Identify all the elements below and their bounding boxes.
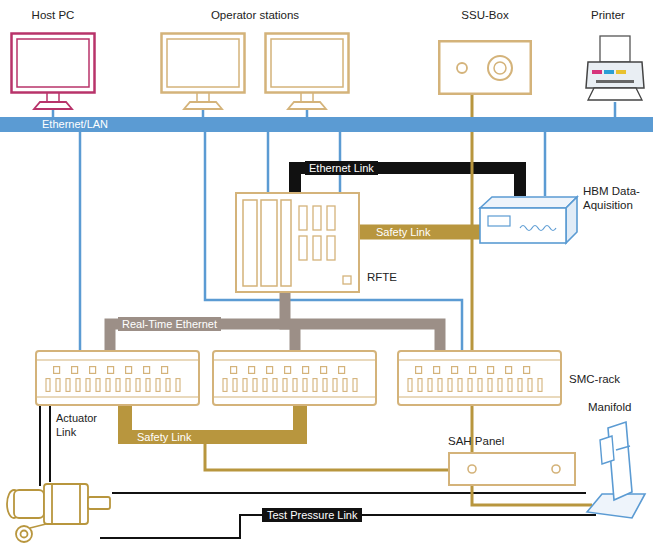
unit-display <box>488 216 510 226</box>
panel-knob <box>552 465 560 473</box>
rfte-cabinet: RFTE <box>235 192 360 293</box>
device-label: RFTE <box>367 270 417 284</box>
smc-rack-symbol <box>398 351 561 405</box>
cabinet-module <box>327 206 335 230</box>
operator-stations: Operator stations <box>160 32 350 110</box>
node-shape <box>438 40 532 95</box>
link-label: Test Pressure Link <box>262 508 362 522</box>
cabinet-led <box>343 276 351 284</box>
link-label: Safety Link <box>132 430 196 444</box>
unit-top <box>480 197 577 208</box>
smc-rack-symbol <box>36 351 199 405</box>
ssu-box: SSU-Box <box>438 40 532 95</box>
node-shape <box>10 32 96 110</box>
panel-outline <box>449 453 575 485</box>
smc-rack: SMC-rack <box>397 350 562 406</box>
printer-icon: Printer <box>584 34 646 102</box>
device-label: Printer <box>566 8 650 22</box>
device-label: Host PC <box>10 8 96 22</box>
printer-slot <box>596 80 634 83</box>
lan-drop <box>339 130 342 192</box>
lan-drop <box>52 110 55 117</box>
cabinet-outline <box>236 193 359 292</box>
link-label: Ethernet Link <box>305 161 378 175</box>
cabinet-panel <box>281 200 291 286</box>
realtime-ethernet-link <box>285 293 440 350</box>
unit-wave <box>520 226 556 231</box>
device-label: Operator stations <box>160 8 350 22</box>
node-shape <box>584 34 646 102</box>
cabinet-panel <box>243 200 257 286</box>
manifold-pipe <box>616 446 630 450</box>
hbm-acquisition-unit: HBM Data- Aquisition <box>480 196 578 244</box>
knob <box>494 62 506 74</box>
cabinet-module <box>299 206 307 230</box>
lan-band: Ethernet/LAN <box>0 117 653 132</box>
lan-drop <box>267 132 270 192</box>
cabinet-panel <box>261 200 277 286</box>
device-label: SSU-Box <box>428 8 542 22</box>
link-label: Actuator Link <box>56 411 106 439</box>
smc-rack-symbol <box>213 351 376 405</box>
link-label: Real-Time Ethernet <box>118 317 221 331</box>
node-shape <box>397 350 562 406</box>
sah-panel: SAH Panel <box>448 452 576 486</box>
actuator-wire <box>49 406 51 482</box>
device-label: Manifold <box>588 400 648 414</box>
printer-stripe <box>592 70 602 74</box>
cabinet-module <box>299 236 307 260</box>
printer-stripe <box>604 70 614 74</box>
lan-drop <box>79 130 82 350</box>
pressure-wire <box>112 492 586 494</box>
printer-tray <box>588 88 642 100</box>
printer-stripe <box>616 70 626 74</box>
safety-wire <box>472 486 592 505</box>
knob <box>488 56 512 80</box>
cabinet-module <box>327 236 335 260</box>
unit-side <box>566 197 577 243</box>
panel-knob <box>468 465 476 473</box>
lan-drop <box>614 102 617 117</box>
device-label: SAH Panel <box>448 434 558 448</box>
monitor-symbol <box>162 34 245 110</box>
lan-drop <box>306 110 309 117</box>
safety-band <box>125 406 300 437</box>
node-shape <box>586 420 646 520</box>
printer-paper <box>600 36 630 62</box>
node-shape <box>160 32 350 110</box>
box-outline <box>439 41 531 94</box>
actuator-illustration <box>7 484 110 542</box>
cabinet-module <box>313 206 321 230</box>
manifold-icon: Manifold <box>586 420 646 520</box>
node-shape <box>480 196 578 244</box>
printer-body <box>586 62 644 88</box>
link-label: Safety Link <box>372 225 434 239</box>
safety-link <box>360 225 480 240</box>
cabinet-module <box>313 236 321 260</box>
lan-drop <box>202 110 205 117</box>
ethernet-link <box>295 168 520 196</box>
safety-wire <box>205 437 448 470</box>
lan-drop <box>544 132 547 196</box>
monitor-symbol <box>266 34 349 110</box>
lan-bar <box>0 117 653 132</box>
monitor-symbol <box>12 34 95 110</box>
actuator-wire <box>39 406 41 486</box>
device-label: SMC-rack <box>569 372 639 386</box>
band-label: Ethernet/LAN <box>42 117 202 132</box>
realtime-band <box>110 324 295 350</box>
manifold-block <box>600 436 614 464</box>
host-pc-monitor: Host PC <box>10 32 96 110</box>
unit-front <box>480 208 566 243</box>
node-shape <box>448 452 576 486</box>
node-shape <box>235 192 360 293</box>
device-label: HBM Data- Aquisition <box>583 184 645 212</box>
knob <box>457 63 467 73</box>
pressure-wire <box>100 515 596 538</box>
